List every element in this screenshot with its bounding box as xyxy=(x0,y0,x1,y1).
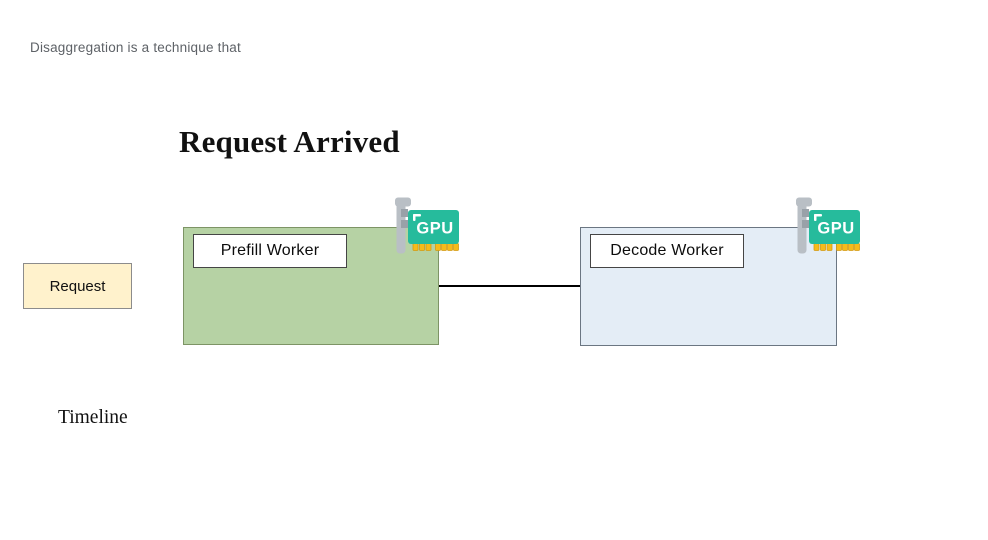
prefill-worker-node: Prefill Worker xyxy=(183,227,439,345)
prefill-worker-label-box: Prefill Worker xyxy=(193,234,347,268)
prefill-worker-label: Prefill Worker xyxy=(220,242,320,259)
request-node-label: Request xyxy=(49,277,106,295)
request-node: Request xyxy=(23,263,132,309)
connector-line xyxy=(438,285,580,287)
timeline-label: Timeline xyxy=(58,407,128,428)
gpu-icon-label: GPU xyxy=(416,220,453,238)
decode-worker-node: Decode Worker xyxy=(580,227,837,346)
page-title: Request Arrived xyxy=(179,124,400,159)
gpu-icon: GPU xyxy=(395,197,461,255)
decode-worker-label: Decode Worker xyxy=(610,242,724,259)
caption-text: Disaggregation is a technique that xyxy=(30,40,241,55)
gpu-icon: GPU xyxy=(796,197,862,255)
decode-worker-label-box: Decode Worker xyxy=(590,234,744,268)
gpu-icon-label: GPU xyxy=(817,220,854,238)
